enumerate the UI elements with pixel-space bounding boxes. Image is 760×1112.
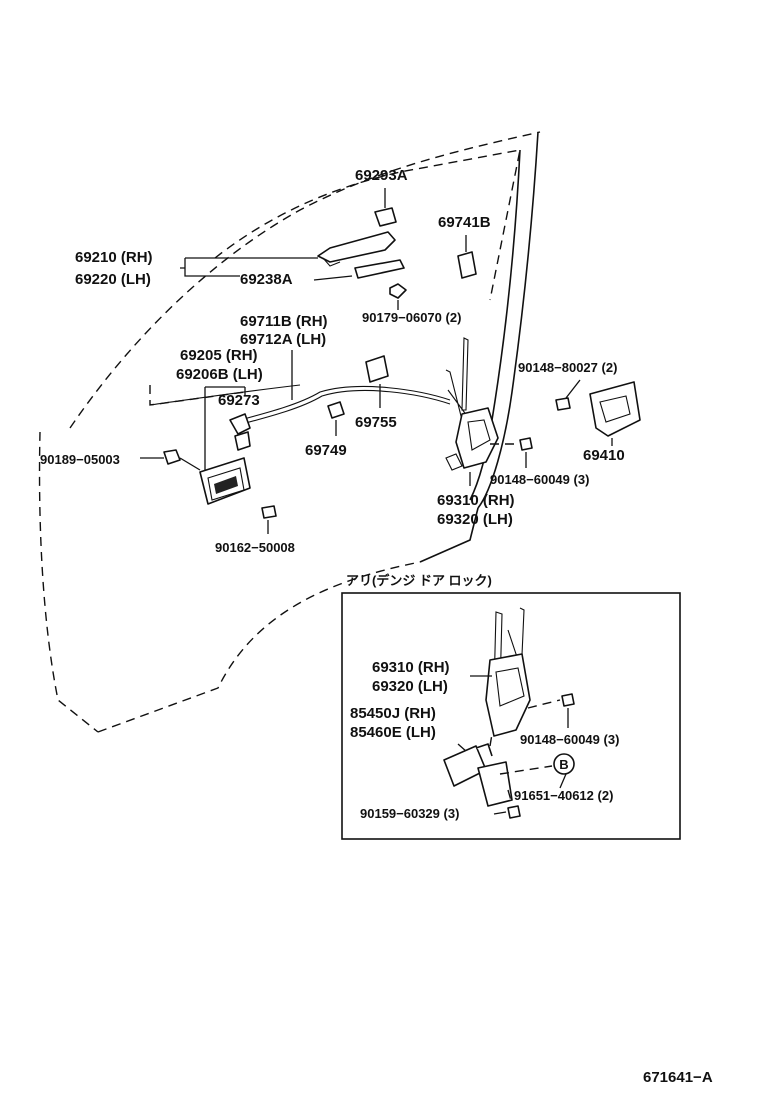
- label-69220: 69220 (LH): [75, 271, 151, 288]
- inset-label-85460E: 85460E (LH): [350, 724, 436, 741]
- protector-69755-icon: [365, 355, 389, 383]
- cover-69741B-icon: [457, 251, 477, 279]
- inset-label-90159: 90159−60329 (3): [360, 806, 459, 821]
- label-69755: 69755: [355, 414, 397, 431]
- link-rod-69711B-icon: [239, 385, 451, 421]
- inset-screw-90159-icon: [507, 805, 521, 819]
- striker-group: 90148−80027 (2) 69410: [518, 360, 641, 464]
- label-90179: 90179−06070 (2): [362, 310, 461, 325]
- label-69206B: 69206B (LH): [176, 366, 263, 383]
- screw-90162-icon: [261, 505, 277, 519]
- bracket-69293A-icon: [374, 207, 397, 227]
- label-90148b: 90148−60049 (3): [490, 472, 589, 487]
- outside-handle-icon: [317, 231, 396, 263]
- label-69711B: 69711B (RH): [240, 313, 328, 330]
- inset-title: アリ(デンジ ドア ロック): [346, 573, 492, 588]
- part-69741B-group: 69741B: [438, 214, 491, 279]
- inset-power-door-lock: アリ(デンジ ドア ロック) 69310 (RH) 69320 (LH) 854…: [341, 573, 681, 840]
- inset-label-90148: 90148−60049 (3): [520, 732, 619, 747]
- motor-bracket-icon: [477, 761, 513, 807]
- diagram-id: 671641−A: [643, 1069, 713, 1086]
- striker-69410-icon: [589, 381, 641, 437]
- label-69749: 69749: [305, 442, 347, 459]
- inset-screw-90148-icon: [561, 693, 575, 707]
- label-69310: 69310 (RH): [437, 492, 515, 509]
- label-69410: 69410: [583, 447, 625, 464]
- label-90189: 90189−05003: [40, 452, 120, 467]
- lock-motor-85450J-icon: [443, 745, 487, 787]
- screw-90148-lock-icon: [519, 437, 533, 451]
- label-90162: 90162−50008: [215, 540, 295, 555]
- protector-group: 69755 69749: [305, 355, 397, 459]
- label-69712A: 69712A (LH): [240, 331, 326, 348]
- inset-label-69310: 69310 (RH): [372, 659, 450, 676]
- label-69210: 69210 (RH): [75, 249, 153, 266]
- label-69238A: 69238A: [240, 271, 293, 288]
- marker-b-circle: [553, 753, 575, 775]
- inside-handle-group: 69711B (RH) 69712A (LH) 69205 (RH) 69206…: [40, 313, 451, 555]
- clip-69273-icon: [229, 413, 251, 435]
- label-69741B: 69741B: [438, 214, 491, 231]
- label-69293A: 69293A: [355, 167, 408, 184]
- inset-frame: [341, 592, 681, 840]
- label-69205: 69205 (RH): [180, 347, 258, 364]
- outside-handle-group: 69293A 69210 (RH) 69220 (LH) 69238A 9017…: [75, 167, 461, 325]
- inset-label-91651: 91651−40612 (2): [514, 788, 613, 803]
- door-outline: [38, 131, 541, 733]
- label-69273: 69273: [218, 392, 260, 409]
- label-69320: 69320 (LH): [437, 511, 513, 528]
- screw-90148-striker-icon: [555, 397, 571, 411]
- door-lock-69310-icon: [455, 407, 499, 469]
- marker-b: B: [559, 757, 568, 772]
- clip-69749-icon: [327, 401, 345, 419]
- clip-90179-icon: [389, 283, 407, 299]
- door-lock-group: 69310 (RH) 69320 (LH) 90148−60049 (3): [437, 337, 589, 528]
- label-90148a: 90148−80027 (2): [518, 360, 617, 375]
- handle-rod-69238A-icon: [354, 259, 405, 279]
- screw-90189-icon: [163, 449, 181, 465]
- inset-label-69320: 69320 (LH): [372, 678, 448, 695]
- inset-label-85450J: 85450J (RH): [350, 705, 436, 722]
